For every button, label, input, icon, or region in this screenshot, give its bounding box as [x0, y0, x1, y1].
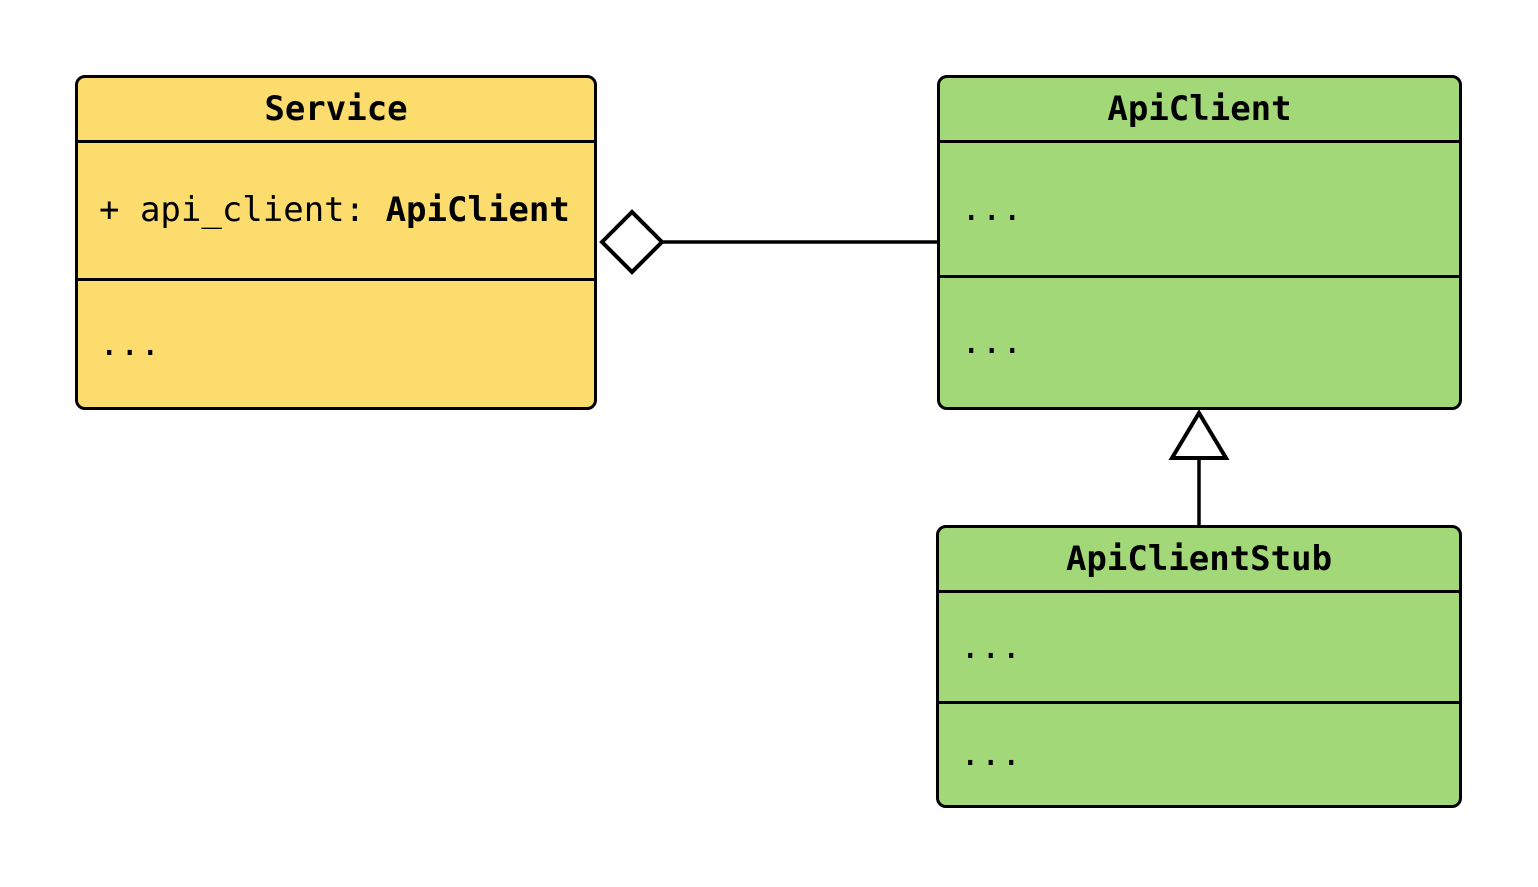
service-attribute-prefix: + api_client: — [99, 190, 386, 231]
apiclient-methods-placeholder: ... — [961, 322, 1023, 363]
class-apiclientstub: ApiClientStub ... ... — [936, 525, 1462, 808]
inheritance-triangle-icon — [1168, 409, 1230, 460]
class-apiclientstub-title: ApiClientStub — [1065, 538, 1333, 579]
class-apiclient: ApiClient ... ... — [937, 75, 1462, 410]
service-attribute-type: ApiClient — [385, 190, 570, 231]
aggregation-diamond-icon — [599, 209, 665, 275]
apiclientstub-attributes-placeholder: ... — [960, 626, 1022, 667]
class-apiclient-title: ApiClient — [1107, 88, 1292, 129]
class-service: Service + api_client: ApiClient ... — [75, 75, 597, 410]
class-service-methods-section: ... — [78, 278, 594, 407]
service-methods-placeholder: ... — [99, 323, 161, 364]
class-apiclient-attributes-section: ... — [940, 140, 1459, 275]
service-attribute: + api_client: ApiClient — [99, 190, 570, 231]
class-apiclientstub-methods-section: ... — [939, 701, 1459, 805]
apiclientstub-methods-placeholder: ... — [960, 734, 1022, 775]
class-service-attributes-section: + api_client: ApiClient — [78, 140, 594, 278]
class-service-title: Service — [264, 88, 408, 129]
class-apiclientstub-attributes-section: ... — [939, 590, 1459, 701]
apiclient-attributes-placeholder: ... — [961, 188, 1023, 229]
class-apiclient-methods-section: ... — [940, 275, 1459, 407]
